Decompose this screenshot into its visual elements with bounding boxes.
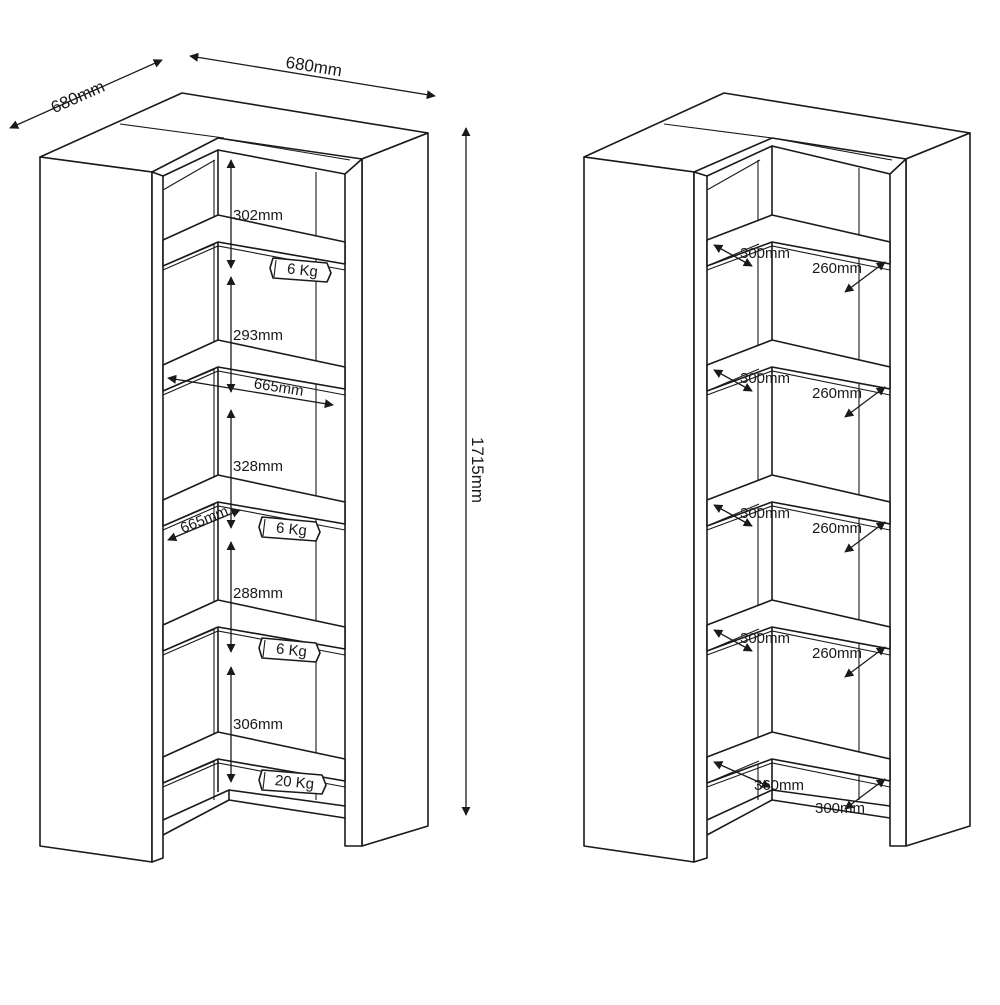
load-capacity-tag: 20 Kg xyxy=(258,769,327,795)
shelf-depth-b-label: 260mm xyxy=(812,385,862,402)
shelf-depth-a-label: 300mm xyxy=(740,245,790,262)
left-shelves xyxy=(162,214,346,788)
right-shelf: 300mm 260mm xyxy=(706,339,891,418)
right-front-upright xyxy=(889,158,907,847)
shelf-depth-a-label: 360mm xyxy=(754,777,804,794)
right-shelves: 300mm 260mm 300mm 260mm 300mm 260mm 300mm 260mm… xyxy=(706,214,891,817)
load-capacity-tag: 6 Kg xyxy=(258,637,321,663)
load-capacity-label: 20 Kg xyxy=(274,772,315,793)
right-shelf: 300mm 260mm xyxy=(706,474,891,553)
bottom-plinth xyxy=(706,799,891,836)
load-capacity-tag: 6 Kg xyxy=(269,257,332,283)
shelf-height-label: 293mm xyxy=(233,327,283,344)
left-side-panel xyxy=(39,156,153,863)
shelf-depth-a-label: 300mm xyxy=(740,505,790,522)
load-capacity-label: 6 Kg xyxy=(275,640,307,660)
right-shelf: 360mm 300mm xyxy=(706,731,891,817)
back-panel-right xyxy=(771,145,891,175)
right-shelf: 300mm 260mm xyxy=(706,599,891,678)
right-cabinet-view: 300mm 260mm 300mm 260mm 300mm 260mm 300mm 260mm… xyxy=(583,92,971,863)
right-shelf: 300mm 260mm xyxy=(706,214,891,293)
back-panel-right xyxy=(217,149,346,175)
right-side-panel xyxy=(905,132,971,847)
left-side-panel xyxy=(583,156,695,863)
shelf-depth-b-label: 260mm xyxy=(812,520,862,537)
shelf-height-label: 328mm xyxy=(233,458,283,475)
load-capacity-label: 6 Kg xyxy=(275,519,307,539)
bottom-plinth xyxy=(162,799,346,836)
left-front-upright xyxy=(151,171,164,863)
shelf-height-label: 288mm xyxy=(233,585,283,602)
depth-left-label: 680mm xyxy=(48,77,108,117)
shelf-depth-b-label: 260mm xyxy=(812,260,862,277)
shelf-depth-a-label: 300mm xyxy=(740,370,790,387)
right-front-upright xyxy=(344,158,363,847)
left-shelf xyxy=(162,599,346,656)
shelf-depth-b-label: 260mm xyxy=(812,645,862,662)
left-front-upright xyxy=(693,171,708,863)
right-side-panel xyxy=(361,132,429,847)
load-capacity-label: 6 Kg xyxy=(286,260,318,280)
shelf-height-label: 302mm xyxy=(233,207,283,224)
height-label: 1715mm xyxy=(468,437,487,503)
shelf-depth-b-label: 300mm xyxy=(815,800,865,817)
shelf-depth-a-label: 300mm xyxy=(740,630,790,647)
load-capacity-tag: 6 Kg xyxy=(258,516,321,542)
shelf-height-label: 306mm xyxy=(233,716,283,733)
